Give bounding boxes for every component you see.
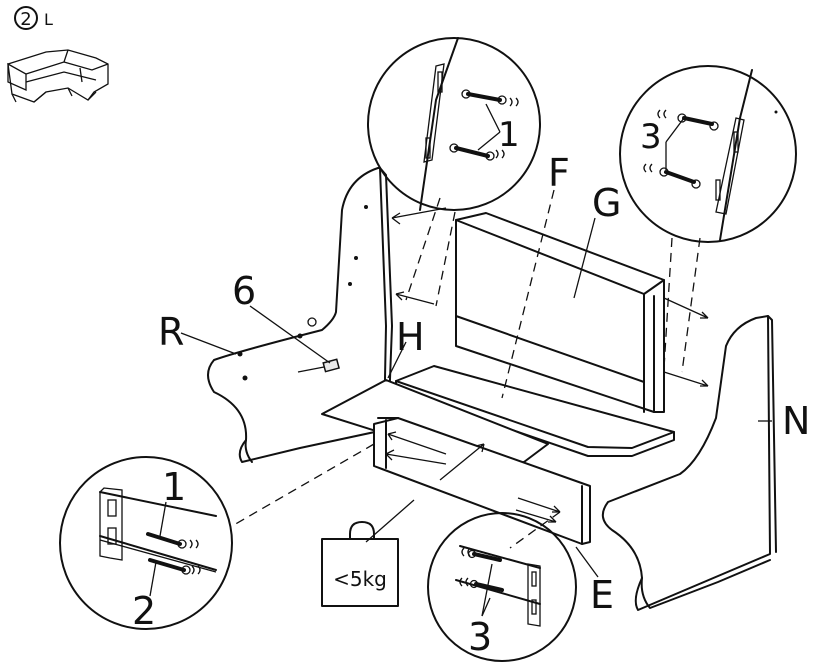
label-part-e: E [590, 573, 614, 617]
label-part-g: G [592, 181, 621, 225]
step-number: 2 [20, 9, 31, 30]
label-part-h: H [396, 315, 425, 359]
leader-lines [180, 217, 772, 578]
step-variant: L [44, 10, 53, 29]
detail-circle-top-left: 1 [367, 37, 541, 211]
detail-circle-top-right: 3 [619, 65, 797, 243]
label-part-r: R [158, 310, 184, 354]
weight-limit-text: <5kg [333, 567, 387, 591]
front-rail-e [373, 417, 591, 545]
corner-bench-thumbnail [7, 49, 109, 103]
label-part-f: F [548, 151, 570, 195]
guide-lines [231, 189, 701, 549]
side-panel-n [601, 315, 777, 611]
step-number-circle [14, 6, 38, 30]
detail-circle-bottom-left: 1 2 [59, 456, 233, 633]
weight-limit-badge: <5kg [321, 521, 399, 607]
detail-top-right-label: 3 [640, 117, 662, 157]
step-indicator: 2 L [14, 6, 53, 30]
label-callout-6: 6 [232, 269, 256, 313]
assembly-arrows [385, 207, 709, 523]
cam-screw-6 [297, 358, 340, 373]
back-panel-g [455, 212, 665, 413]
detail-bottom-left-label-1: 1 [162, 465, 186, 509]
detail-bottom-right-label: 3 [468, 615, 492, 659]
label-part-n: N [782, 399, 810, 443]
side-panel-r [207, 167, 393, 463]
detail-top-left-label: 1 [498, 115, 520, 155]
detail-circle-bottom-right: 3 [427, 512, 577, 662]
detail-bottom-left-label-2: 2 [132, 589, 156, 633]
